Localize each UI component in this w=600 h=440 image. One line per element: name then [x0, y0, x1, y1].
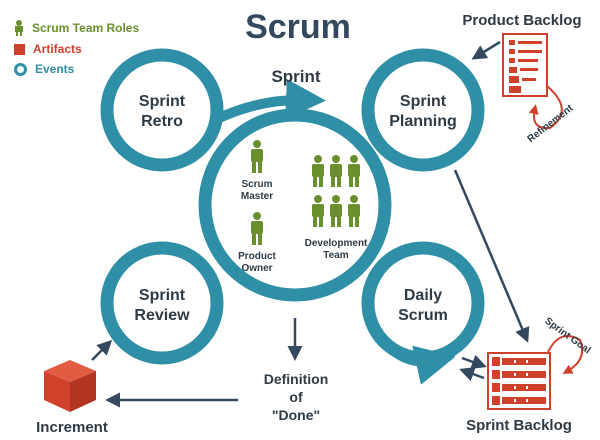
scrum-master-label-2: Master	[241, 191, 273, 202]
development-team-label-1: Development	[305, 238, 368, 249]
diagram-title: Scrum	[245, 8, 351, 46]
sprint-label: Sprint	[271, 67, 320, 86]
legend-artifacts: Artifacts	[14, 42, 82, 56]
legend-roles-label: Scrum Team Roles	[32, 21, 140, 35]
planning-to-sprint-backlog-arrow	[453, 169, 530, 343]
sprint-retro-circle	[100, 48, 224, 172]
scrum-master-icon	[251, 140, 263, 173]
sprint-planning-label-2: Planning	[389, 113, 457, 130]
product-backlog-icon	[502, 33, 548, 97]
event-circles	[100, 48, 485, 365]
product-owner-label-2: Owner	[241, 263, 272, 274]
sprint-planning-circle	[361, 48, 485, 172]
product-backlog-label: Product Backlog	[462, 12, 581, 29]
development-team-label-2: Team	[323, 250, 348, 261]
refinement-loop-arrow	[528, 85, 563, 130]
sprint-retro-label-1: Sprint	[139, 93, 186, 110]
sprint-backlog-icon	[487, 352, 551, 410]
sprint-backlog-label: Sprint Backlog	[466, 417, 572, 434]
sprint-review-circle	[100, 241, 224, 365]
backlog-to-planning-arrow	[471, 40, 501, 60]
sprint-review-label-1: Sprint	[139, 287, 186, 304]
product-owner-label-1: Product	[238, 251, 276, 262]
definition-of-done-line-3: "Done"	[272, 407, 320, 423]
legend-events-label: Events	[35, 62, 75, 76]
sprint-arrow	[212, 79, 326, 125]
backlog-to-daily-arrow	[459, 367, 485, 382]
daily-scrum-arrow	[367, 319, 456, 385]
increment-to-review-arrow	[91, 339, 113, 361]
legend-roles: Scrum Team Roles	[14, 20, 139, 36]
daily-scrum-label-1: Daily	[404, 287, 442, 304]
legend-artifacts-label: Artifacts	[33, 42, 82, 56]
product-owner-icon	[251, 212, 263, 245]
development-team-icon	[312, 155, 360, 227]
scrum-master-label-1: Scrum	[241, 179, 272, 190]
legend-events: Events	[14, 62, 74, 76]
square-icon	[14, 43, 25, 55]
person-icon	[15, 20, 23, 36]
definition-of-done-line-1: Definition	[264, 371, 329, 387]
increment-cube-icon	[44, 360, 96, 412]
daily-scrum-label-2: Scrum	[398, 307, 448, 324]
sprint-goal-loop-arrow	[547, 335, 584, 374]
definition-of-done-line-2: of	[289, 389, 303, 405]
refinement-label: Refinement	[526, 103, 576, 146]
increment-label: Increment	[36, 419, 108, 436]
daily-to-backlog-arrow	[461, 354, 487, 369]
ring-icon	[14, 62, 27, 76]
sprint-review-label-2: Review	[134, 307, 190, 324]
sprint-planning-label-1: Sprint	[400, 93, 447, 110]
sprint-retro-label-2: Retro	[141, 113, 183, 130]
